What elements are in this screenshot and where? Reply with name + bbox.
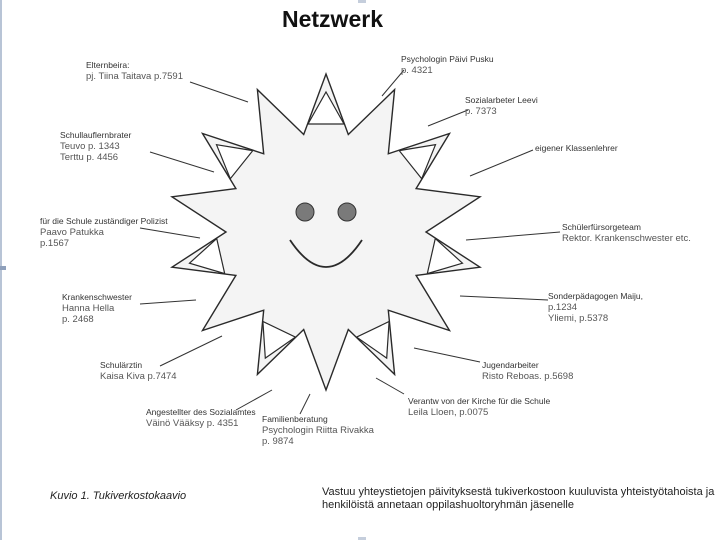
node-text-line: Psychologin Päivi Pusku [401,54,494,64]
connector-line-psychologin [381,69,405,97]
sun-ray-triangle [426,237,464,275]
page-title: Netzwerk [282,6,383,32]
connector-line-elternbeirat [189,81,249,103]
node-text-line: für die Schule zuständiger Polizist [40,216,168,226]
sun-ray-triangle [215,143,254,180]
sun-ray-triangle [306,90,346,125]
connector-line-schullaufbahnberater [149,151,215,173]
connector-line-sonderpaedagogen [459,295,549,301]
node-text-line: p. 9874 [262,436,294,447]
node-text-line: Leila Lloen, p.0075 [408,407,489,418]
node-text-line: Krankenschwester [62,292,132,302]
node-text-line: Yliemi, p.5378 [548,313,609,324]
node-text-line: p.1234 [548,302,578,313]
node-text-line: eigener Klassenlehrer [535,143,618,153]
node-text-line: Jugendarbeiter [482,360,539,370]
smiley-right-eye [337,202,357,222]
node-text-line: Hanna Hella [62,303,115,314]
node-text-line: Elternbeira: [86,60,130,70]
sun-ray-triangles [188,90,464,360]
node-text-line: Angestellter des Sozialamtes [146,407,256,417]
node-text-line: p. 7373 [465,106,497,117]
node-text-line: Paavo Patukka [40,227,104,238]
network-node-klassenlehrer: eigener Klassenlehrer [535,143,618,154]
frame-top-marker [358,0,366,3]
connector-line-jugendarbeiter [413,347,481,363]
network-node-elternbeirat: Elternbeira:pj. Tiina Taitava p.7591 [86,60,183,82]
responsibility-note: Vastuu yhteystietojen päivityksestä tuki… [322,486,715,511]
node-text-line: pj. Tiina Taitava p.7591 [86,71,184,82]
node-text-line: Schullauflernbrater [60,130,132,140]
node-text-line: Sozialarbeter Leevi [465,95,538,105]
connector-line-krankenschwester [139,299,197,305]
frame-left-edge [0,0,2,540]
connector-line-sozialamt [235,389,273,411]
node-text-line: Kaisa Kiva p.7474 [100,371,177,382]
connector-line-polizist [139,227,201,239]
smiley-left-eye [295,202,315,222]
sun-ray-triangle [355,320,390,360]
connector-line-schuelerfuersorgeteam [465,231,561,241]
connector-line-sozialarbeiter [427,109,469,127]
node-text-line: Teuvo p. 1343 [60,141,120,152]
sun-ray-triangle [188,237,226,275]
node-text-line: Familienberatung [262,414,328,424]
node-text-line: Sonderpädagogen Maiju, [548,291,643,301]
node-text-line: p. 2468 [62,314,94,325]
frame-bottom-marker [358,537,366,540]
node-text-line: Psychologin Riitta Rivakka [262,425,374,436]
connector-line-klassenlehrer [469,149,534,177]
connector-lines [139,69,561,415]
sun-ray-triangle [398,143,437,180]
node-text-line: Risto Reboas. p.5698 [482,371,574,382]
node-text-line: p.1567 [40,238,70,249]
frame-edge-marker [0,266,6,270]
node-text-line: Schülerfürsorgeteam [562,222,641,232]
node-text-line: Terttu p. 4456 [60,152,119,163]
node-text-line: Schulärztin [100,360,143,370]
sun-ray-triangle [262,320,297,360]
connector-line-familienberatung [299,393,311,415]
connector-line-kirche [375,377,405,395]
connector-line-schularzt [159,335,223,367]
node-text-line: p. 4321 [401,65,433,76]
figure-caption: Kuvio 1. Tukiverkostokaavio [50,490,187,502]
node-text-line: Verantw von der Kirche für die Schule [408,396,551,406]
node-text-line: Rektor. Krankenschwester etc. [562,233,691,244]
node-text-line: Väinö Vääksy p. 4351 [146,418,239,429]
smiley-mouth [289,239,363,268]
